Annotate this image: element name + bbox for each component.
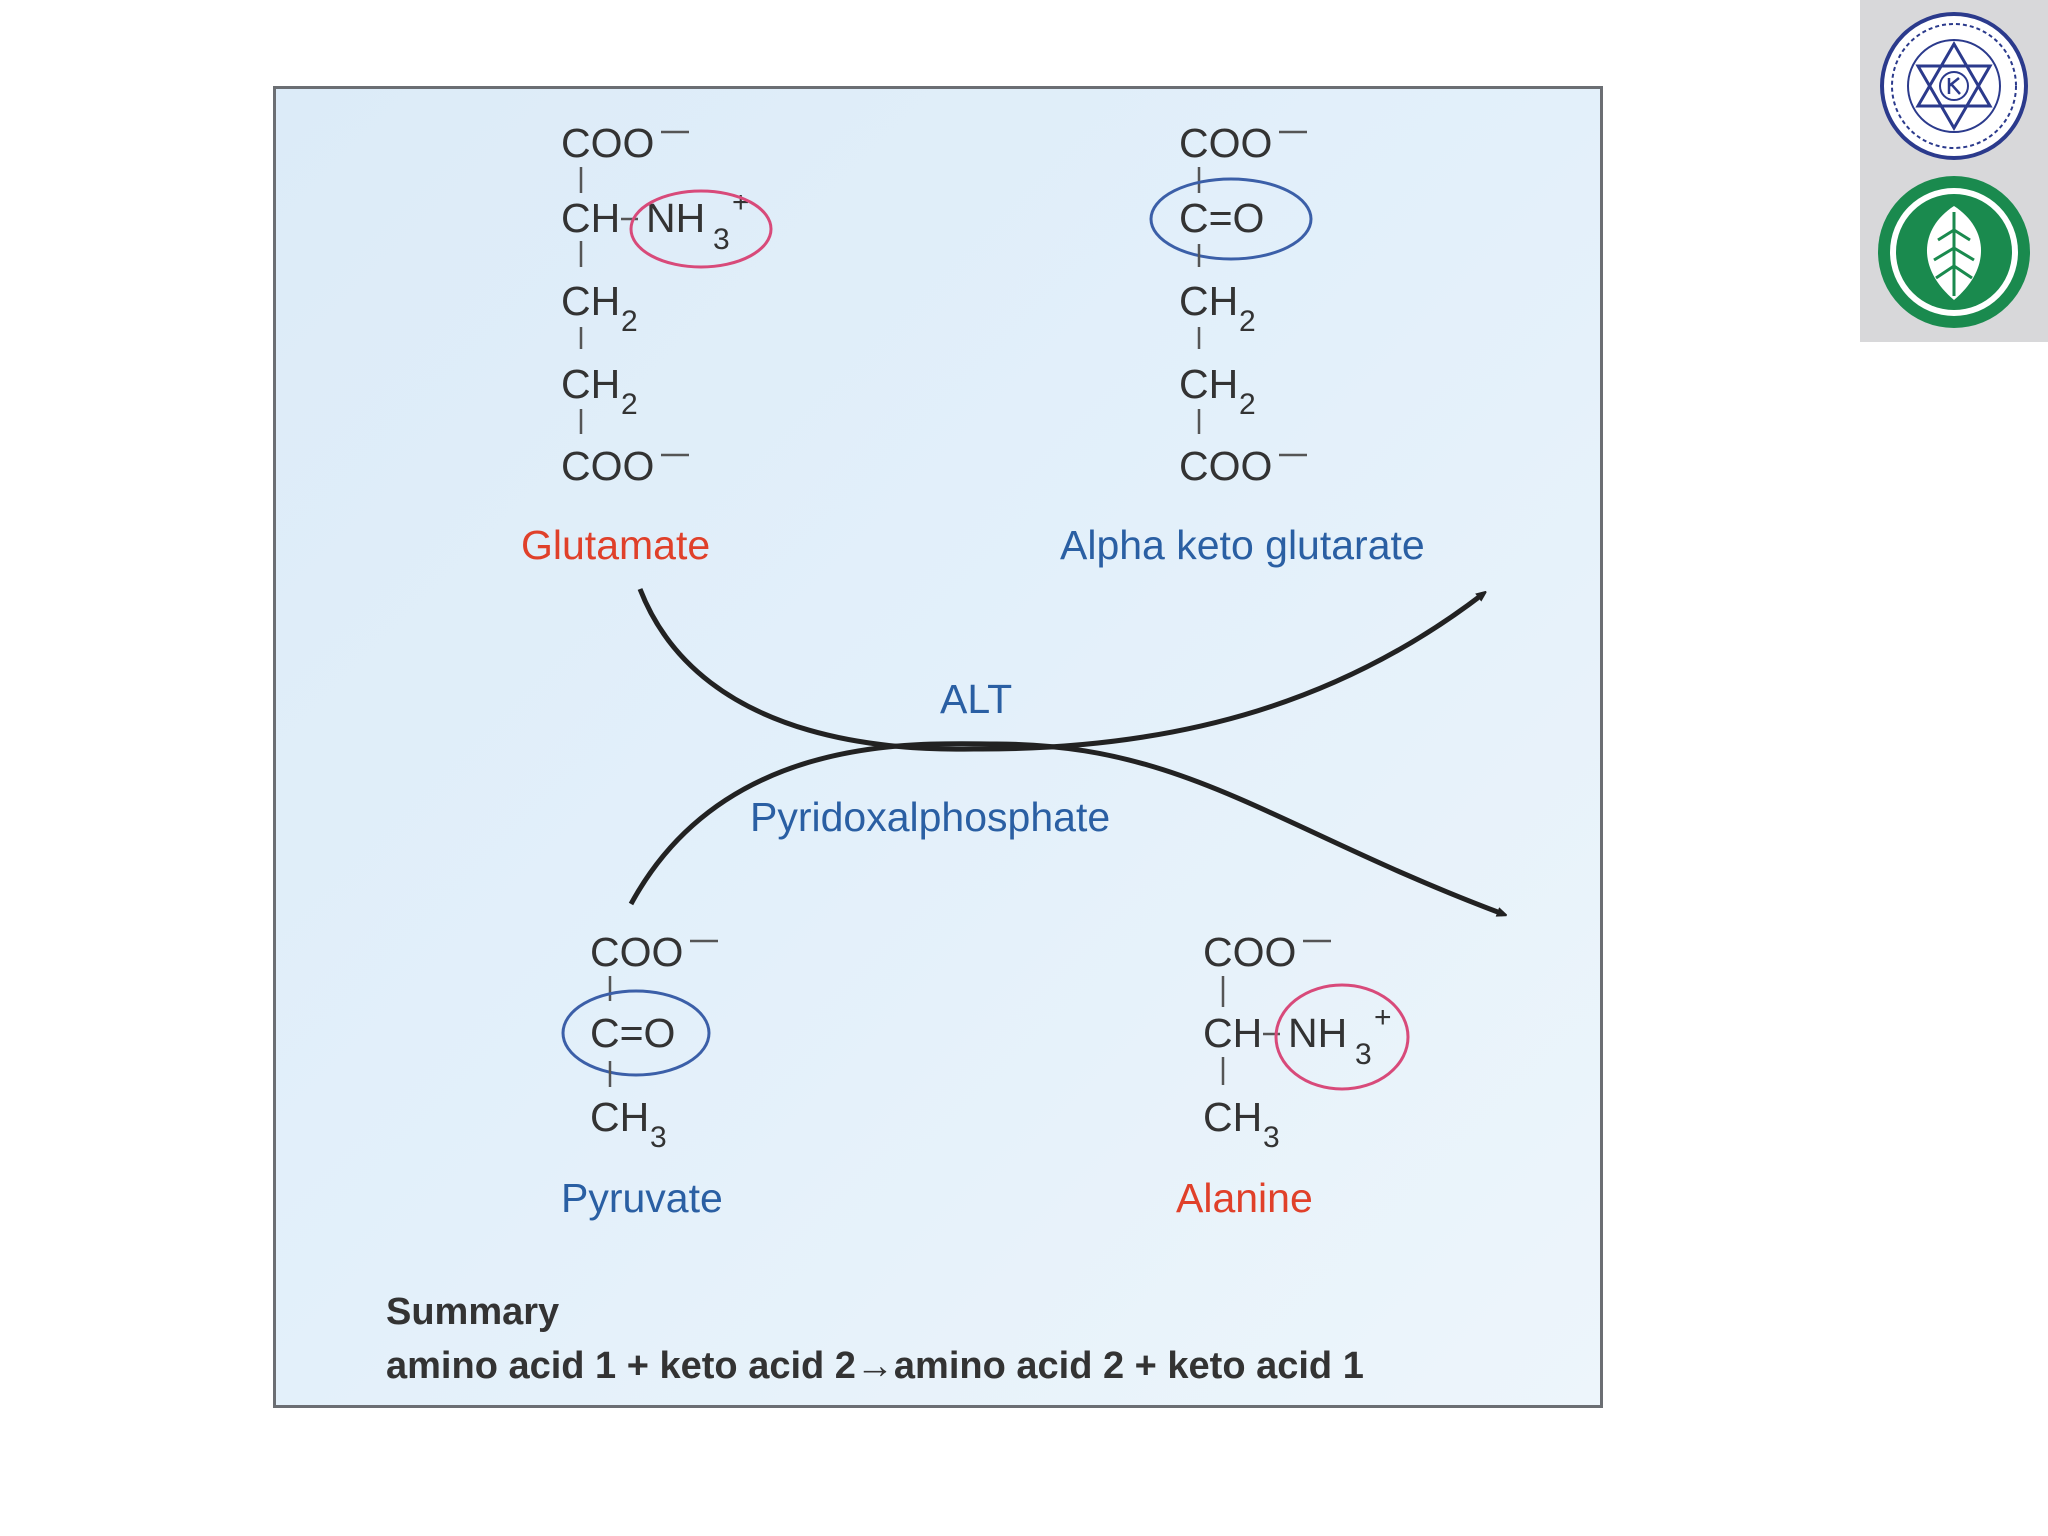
ch3-group: CH bbox=[590, 1094, 649, 1140]
ch3-group: CH bbox=[1203, 1094, 1262, 1140]
coo-group: COO bbox=[561, 120, 654, 166]
svg-text:3: 3 bbox=[1263, 1121, 1280, 1154]
svg-text:2: 2 bbox=[621, 388, 638, 421]
ch2-group: CH bbox=[1179, 278, 1238, 324]
svg-text:COO: COO bbox=[1203, 929, 1296, 975]
coo-group: COO bbox=[1179, 120, 1272, 166]
summary-equation: amino acid 1 + keto acid 2→amino acid 2 … bbox=[386, 1345, 1364, 1387]
svg-text:COO: COO bbox=[1179, 443, 1272, 489]
coo-group: COO bbox=[590, 929, 683, 975]
glutamate-structure: COO CH NH 3 + CH 2 CH 2 COO bbox=[561, 120, 773, 489]
alanine-structure: COO CH NH 3 + CH 3 bbox=[1203, 929, 1410, 1154]
nh3-group: NH bbox=[1288, 1010, 1347, 1056]
svg-text:3: 3 bbox=[650, 1121, 667, 1154]
svg-text:2: 2 bbox=[1239, 305, 1256, 338]
institution-seal-logo bbox=[1880, 12, 2028, 160]
coo-group: COO bbox=[1203, 929, 1296, 975]
svg-text:2: 2 bbox=[621, 305, 638, 338]
cofactor-label: Pyridoxalphosphate bbox=[750, 794, 1110, 840]
svg-text:CH: CH bbox=[1203, 1094, 1262, 1140]
keto-group-circle bbox=[1149, 177, 1313, 261]
amino-group-circle bbox=[1274, 983, 1410, 1091]
alpha-keto-glutarate-label: Alpha keto glutarate bbox=[1060, 522, 1425, 568]
coo-group: COO bbox=[1179, 443, 1272, 489]
svg-text:NH: NH bbox=[1288, 1010, 1347, 1056]
svg-text:COO: COO bbox=[561, 120, 654, 166]
keto-group: C=O bbox=[590, 1010, 675, 1056]
transamination-diagram: COO CH NH 3 + CH 2 CH 2 COO Glutamate CO… bbox=[273, 86, 1603, 1408]
svg-text:COO: COO bbox=[561, 443, 654, 489]
upper-reaction-arrow bbox=[637, 588, 1483, 752]
svg-text:2: 2 bbox=[1239, 388, 1256, 421]
alpha-keto-glutarate-structure: COO C=O CH 2 CH 2 COO bbox=[1149, 120, 1313, 489]
ch2-group: CH bbox=[561, 361, 620, 407]
enzyme-label: ALT bbox=[940, 676, 1012, 722]
svg-text:CH: CH bbox=[561, 278, 620, 324]
svg-text:CH: CH bbox=[561, 195, 620, 241]
svg-text:+: + bbox=[732, 186, 750, 219]
svg-text:+: + bbox=[1374, 1001, 1392, 1034]
svg-text:CH: CH bbox=[1203, 1010, 1262, 1056]
nh3-group: NH bbox=[646, 195, 705, 241]
coo-group: COO bbox=[561, 443, 654, 489]
keto-group: C=O bbox=[1179, 195, 1264, 241]
amino-group-circle bbox=[629, 189, 773, 269]
alanine-label: Alanine bbox=[1176, 1175, 1313, 1221]
ch2-group: CH bbox=[561, 278, 620, 324]
svg-text:COO: COO bbox=[590, 929, 683, 975]
svg-text:CH: CH bbox=[1179, 278, 1238, 324]
summary-heading: Summary bbox=[386, 1291, 559, 1333]
glutamate-label: Glutamate bbox=[521, 522, 710, 568]
ch2-group: CH bbox=[1179, 361, 1238, 407]
pyruvate-structure: COO C=O CH 3 bbox=[561, 929, 718, 1154]
svg-text:3: 3 bbox=[713, 223, 730, 256]
svg-text:CH: CH bbox=[590, 1094, 649, 1140]
keto-group-circle bbox=[561, 989, 711, 1077]
svg-text:C=O: C=O bbox=[1179, 195, 1264, 241]
svg-text:CH: CH bbox=[1179, 361, 1238, 407]
svg-text:NH: NH bbox=[646, 195, 705, 241]
leaf-emblem-logo bbox=[1878, 176, 2030, 328]
ch-group: CH bbox=[1203, 1010, 1262, 1056]
pyruvate-label: Pyruvate bbox=[561, 1175, 723, 1221]
svg-text:COO: COO bbox=[1179, 120, 1272, 166]
lower-reaction-arrow bbox=[628, 741, 1503, 914]
ch-group: CH bbox=[561, 195, 620, 241]
logo-panel bbox=[1860, 0, 2048, 342]
svg-text:3: 3 bbox=[1355, 1038, 1372, 1071]
svg-text:CH: CH bbox=[561, 361, 620, 407]
svg-text:C=O: C=O bbox=[590, 1010, 675, 1056]
